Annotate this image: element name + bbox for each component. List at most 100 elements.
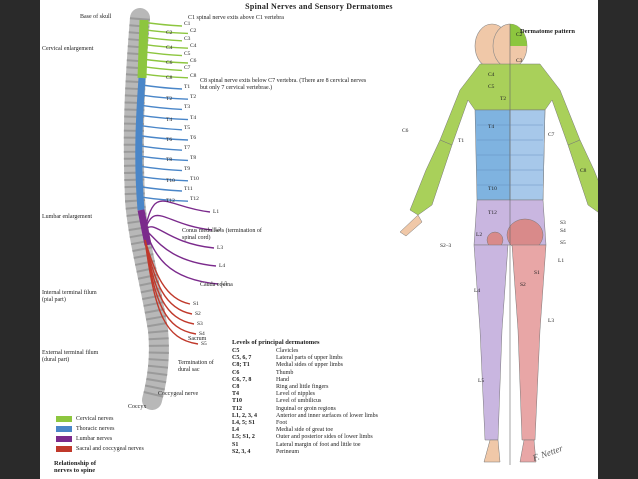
dermatome-table-title: Levels of principal dermatomes <box>232 339 320 346</box>
legend-item-lumbar: Lumbar nerves <box>56 435 144 443</box>
dermatome-code: C8 <box>232 384 240 391</box>
nerve-level-inner-C2: C2 <box>166 30 173 37</box>
thoracic-cord <box>135 77 146 211</box>
dermatome-code: S2, 3, 4 <box>232 448 251 455</box>
nerve-level-T4: T4 <box>190 114 197 121</box>
lumbar-swatch <box>56 436 72 442</box>
nerve-level-S2: S2 <box>195 311 201 317</box>
nerve-level-C7: C7 <box>184 65 191 72</box>
nerve-root-L3 <box>144 226 215 249</box>
nerve-root-L1 <box>144 200 211 231</box>
dermatome-code: C5 <box>232 348 240 354</box>
dermatome-label-c3: C3 <box>516 58 523 64</box>
internal-terminal-filum-label: Internal terminal filum (pial part) <box>42 290 97 303</box>
cauda-equina-note: Cauda equina <box>200 282 233 288</box>
nerve-level-C4: C4 <box>190 43 197 50</box>
spine-diagram <box>123 8 598 465</box>
nerve-root-C3 <box>141 36 183 42</box>
dermatome-label-c5: C5 <box>488 84 495 90</box>
legend-item-thoracic: Thoracic nerves <box>56 425 144 433</box>
external-terminal-filum-label: External terminal filum (dural part) <box>42 350 99 363</box>
dermatome-description: Foot <box>276 420 288 427</box>
nerve-level-T12: T12 <box>190 196 199 203</box>
nerve-level-S3: S3 <box>197 321 203 327</box>
nerve-level-C2: C2 <box>190 28 197 35</box>
nerve-level-T10: T10 <box>190 175 199 182</box>
nerve-level-inner-T2: T2 <box>166 96 173 103</box>
nerve-level-L2: L2 <box>215 227 222 233</box>
nerve-root-T10 <box>141 176 189 182</box>
nerve-level-L5: L5 <box>221 281 228 287</box>
dermatome-code: T10 <box>232 398 243 405</box>
dermatome-label-s5: S5 <box>560 240 566 246</box>
dermatome-row: C5 Clavicles <box>232 348 378 355</box>
dermatome-label-l4: L4 <box>474 288 481 294</box>
nerve-root-C4 <box>141 43 189 49</box>
nerve-level-inner-T10: T10 <box>166 177 175 184</box>
sacral-swatch <box>56 446 72 452</box>
relationship-caption: Relationship of nerves to spine <box>54 460 97 474</box>
nerve-level-S1: S1 <box>193 301 199 307</box>
dermatome-code: C6, 7, 8 <box>232 376 252 383</box>
dermatome-label-s1: S1 <box>534 270 540 276</box>
dermatome-row: S2, 3, 4 Perineum <box>232 449 378 456</box>
nerve-level-T1: T1 <box>184 84 191 90</box>
dermatome-label-t12: T12 <box>488 210 497 216</box>
dermatome-row: L4, 5; S1 Foot <box>232 420 378 427</box>
dermatome-label-c7: C7 <box>548 132 555 138</box>
nerve-root-T3 <box>141 104 183 111</box>
dermatome-description: Level of nipples <box>276 391 315 398</box>
nerve-root-L2 <box>144 214 213 231</box>
dermatome-label-c2: C2 <box>516 32 523 38</box>
dermatome-pattern-label: Dermatome pattern <box>520 28 576 35</box>
lumbar-enlargement-label: Lumbar enlargement <box>42 214 93 220</box>
conus-medullaris-note: Conus medullaris (termination of spinal … <box>182 228 262 241</box>
nerve-level-L4: L4 <box>219 263 226 269</box>
nerve-level-L3: L3 <box>217 245 224 251</box>
nerve-root-C2 <box>141 28 189 35</box>
nerve-root-C5 <box>141 50 183 57</box>
nerve-root-T1 <box>141 84 183 90</box>
dermatome-code: L4 <box>232 427 240 434</box>
nerve-root-L5 <box>144 229 219 285</box>
nerve-level-T6: T6 <box>190 135 197 141</box>
dural-sac-note: Termination of dural sac <box>178 360 214 373</box>
dermatome-label-s2-3: S2–3 <box>440 243 452 249</box>
nerve-level-C8: C8 <box>190 72 197 79</box>
dermatome-description: Lateral parts of upper limbs <box>276 355 343 362</box>
c1-note: C1 spinal nerve exits above C1 vertebra <box>188 15 284 21</box>
dermatome-label-t4: T4 <box>488 124 495 130</box>
dermatome-label-t2: T2 <box>500 96 507 102</box>
base-of-skull-label: Base of skull <box>80 14 112 20</box>
nerve-root-T2 <box>141 94 189 100</box>
legend-item-sacral: Sacral and coccygeal nerves <box>56 445 144 453</box>
nerve-root-T11 <box>141 186 183 192</box>
nerve-level-T7: T7 <box>184 145 191 152</box>
dermatome-description: Thumb <box>276 369 294 376</box>
legend-item-cervical: Cervical nerves <box>56 415 144 423</box>
dermatome-label-c4: C4 <box>488 72 495 78</box>
nerve-level-T5: T5 <box>184 124 191 131</box>
dermatome-description: Clavicles <box>276 348 299 354</box>
dermatome-description: Perineum <box>276 448 299 455</box>
coccygeal-nerve-note: Coccygeal nerve <box>158 391 199 397</box>
nerve-root-T8 <box>141 155 189 162</box>
dermatome-code: C8; T1 <box>232 362 250 369</box>
vertebral-column <box>123 8 169 410</box>
dermatome-code: L4, 5; S1 <box>232 420 255 427</box>
nerve-level-C5: C5 <box>184 50 191 57</box>
dermatome-label-t10: T10 <box>488 186 497 192</box>
nerve-level-T9: T9 <box>184 165 191 172</box>
legend: Cervical nerves Thoracic nerves Lumbar n… <box>56 415 144 455</box>
dermatome-description: Inguinal or groin regions <box>276 405 336 412</box>
dermatome-label-s4: S4 <box>560 228 566 234</box>
